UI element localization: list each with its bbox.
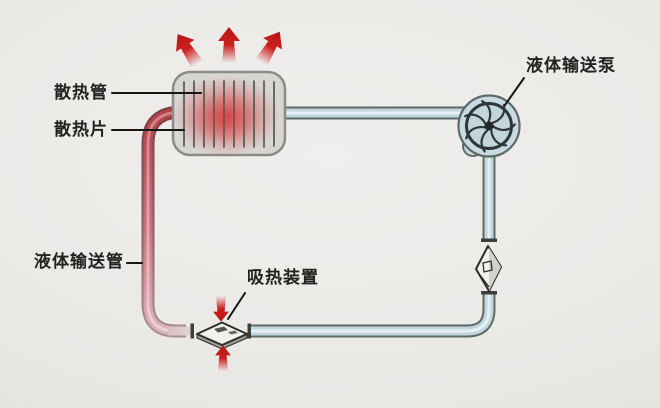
absorber-chip bbox=[214, 326, 228, 333]
heat-arrow-right-icon bbox=[251, 26, 290, 69]
leader-heat-absorber bbox=[227, 292, 246, 320]
heat-arrow-middle-icon bbox=[218, 27, 240, 63]
heat-out-arrows bbox=[168, 26, 290, 71]
hot-return-pipe bbox=[141, 105, 192, 338]
radiator bbox=[171, 70, 287, 157]
pump bbox=[457, 94, 521, 158]
transport-pipe-label: 液体输送管 bbox=[34, 252, 124, 272]
radiator-tube-label: 散热管 bbox=[54, 83, 108, 103]
right-and-bottom-pipe bbox=[251, 150, 496, 338]
heat-arrow-left-icon bbox=[168, 28, 207, 71]
pump-impeller-icon bbox=[464, 100, 516, 153]
heat-absorber-label: 吸热装置 bbox=[247, 268, 319, 288]
leader-lines bbox=[111, 77, 525, 320]
pump-label: 液体输送泵 bbox=[526, 56, 616, 76]
absorber-arrow-down-icon bbox=[213, 295, 229, 322]
flow-device bbox=[475, 238, 502, 295]
leader-pump bbox=[504, 77, 525, 106]
heat-absorber bbox=[190, 295, 251, 372]
absorber-arrow-up-icon bbox=[215, 345, 231, 372]
radiator-fin-label: 散热片 bbox=[54, 120, 108, 140]
